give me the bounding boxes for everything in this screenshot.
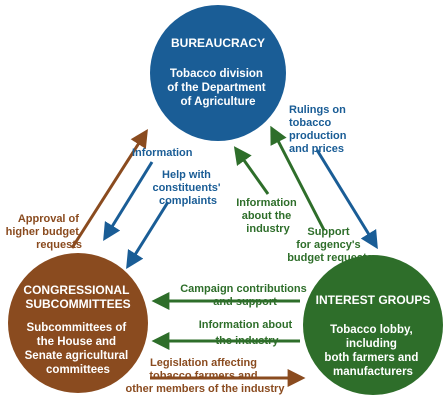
interest-groups-body: Tobacco lobby, including both farmers an… bbox=[324, 324, 421, 378]
bureaucracy-body: Tobacco division of the Department of Ag… bbox=[167, 68, 269, 108]
support-budget-label: Support for agency's budget requests bbox=[287, 226, 373, 264]
info-industry-up-label: Information about the industry bbox=[236, 197, 300, 235]
help-complaints-label: Help with constituents' complaints bbox=[152, 169, 223, 207]
support-budget-arrow bbox=[270, 125, 326, 231]
congress-circle bbox=[8, 253, 148, 393]
rulings-arrow bbox=[315, 149, 378, 250]
bureaucracy-circle bbox=[150, 5, 286, 141]
interest-groups-circle bbox=[303, 255, 443, 395]
info-industry-up-arrow bbox=[233, 146, 270, 195]
rulings-label: Rulings on tobacco production and prices bbox=[289, 104, 350, 155]
approval-budget-label: Approval of higher budget requests bbox=[6, 213, 82, 251]
legislation-label: Legislation affecting tobacco farmers an… bbox=[126, 357, 286, 395]
congress-body: Subcommittees of the House and Senate ag… bbox=[25, 322, 132, 376]
help-complaints-arrow bbox=[126, 201, 170, 270]
bureaucracy-title: BUREAUCRACY bbox=[171, 36, 265, 50]
campaign-label: Campaign contributions and support bbox=[180, 283, 310, 308]
info-industry-left-label: Information about the industry bbox=[199, 319, 296, 347]
interest-groups-title: INTEREST GROUPS bbox=[316, 293, 431, 307]
congress-title: CONGRESSIONAL SUBCOMMITTEES bbox=[23, 283, 132, 311]
information-label: Information bbox=[132, 147, 193, 159]
approval-budget-arrow bbox=[70, 128, 148, 249]
information-arrow bbox=[103, 161, 154, 242]
